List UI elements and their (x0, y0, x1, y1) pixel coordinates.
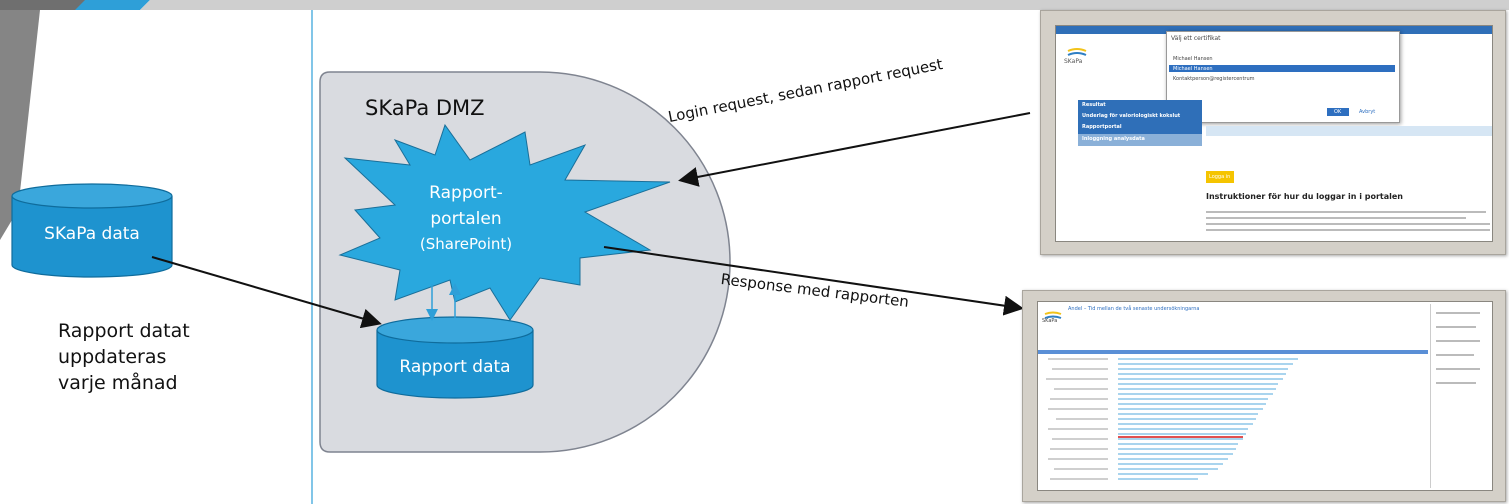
report-logo (1044, 306, 1062, 319)
cert-row-3[interactable]: Kontaktperson@registercentrum (1173, 76, 1255, 82)
portal-label-1: Rapport- (429, 183, 503, 203)
instr-line-1 (1206, 211, 1486, 213)
report-logo-text: SKaPa (1042, 318, 1058, 324)
response-arrow (603, 246, 1024, 316)
login-logo-text: SKaPa (1064, 58, 1083, 65)
request-arrow (678, 112, 1031, 187)
instr-line-2 (1206, 217, 1466, 219)
browser-bar (1056, 26, 1492, 34)
cert-row-selected[interactable] (1169, 65, 1395, 72)
login-button-label: Logga in (1209, 174, 1231, 180)
portal-label-2: portalen (430, 209, 502, 229)
dialog-title: Välj ett certifikat (1171, 35, 1221, 42)
report-bars (1046, 358, 1298, 480)
report-db-label: Rapport data (399, 357, 511, 377)
skapa-logo (1066, 44, 1088, 56)
instructions-title: Instruktioner för hur du loggar in i por… (1206, 192, 1403, 201)
update-note-line2: uppdateras (58, 346, 167, 368)
instr-line-3 (1206, 223, 1490, 225)
certificate-dialog: Välj ett certifikat Michael Hansen Micha… (1166, 31, 1400, 123)
instr-line-4 (1206, 229, 1490, 231)
report-header-bar (1038, 350, 1428, 354)
report-filter-panel (1436, 312, 1486, 392)
report-db-cylinder (376, 316, 534, 399)
report-screenshot: SKaPa Andel – Tid mellan de två senaste … (1022, 290, 1506, 502)
ok-button[interactable]: OK (1327, 108, 1349, 116)
menu-item-1[interactable]: Resultat (1082, 102, 1106, 108)
login-menu: Resultat Underlag för valoriologiskt kok… (1078, 100, 1202, 146)
report-divider (1430, 304, 1431, 488)
info-strip (1206, 126, 1492, 136)
menu-item-4-bg: Inloggning analysdata (1078, 134, 1202, 146)
login-screenshot: SKaPa Välj ett certifikat Michael Hansen… (1040, 10, 1506, 255)
report-header-title: Andel – Tid mellan de två senaste unders… (1068, 306, 1200, 312)
login-button[interactable]: Logga in (1206, 171, 1234, 183)
cancel-button[interactable]: Avbryt (1359, 109, 1376, 115)
portal-label-3: (SharePoint) (419, 235, 513, 253)
cert-row-2[interactable]: Michael Hansen (1173, 66, 1213, 72)
update-note-line1: Rapport datat (58, 320, 190, 342)
dmz-title: SKaPa DMZ (365, 96, 485, 120)
source-db-label: SKaPa data (44, 224, 140, 244)
source-db-cylinder (11, 183, 173, 278)
update-note-line3: varje månad (58, 372, 178, 394)
menu-item-2[interactable]: Underlag för valoriologiskt kokslut (1082, 113, 1181, 119)
menu-item-4[interactable]: Inloggning analysdata (1082, 136, 1145, 142)
menu-item-3[interactable]: Rapportportal (1082, 124, 1122, 130)
cert-row-1[interactable]: Michael Hansen (1173, 56, 1213, 62)
update-arrow (151, 256, 382, 329)
ok-label: OK (1334, 109, 1342, 115)
